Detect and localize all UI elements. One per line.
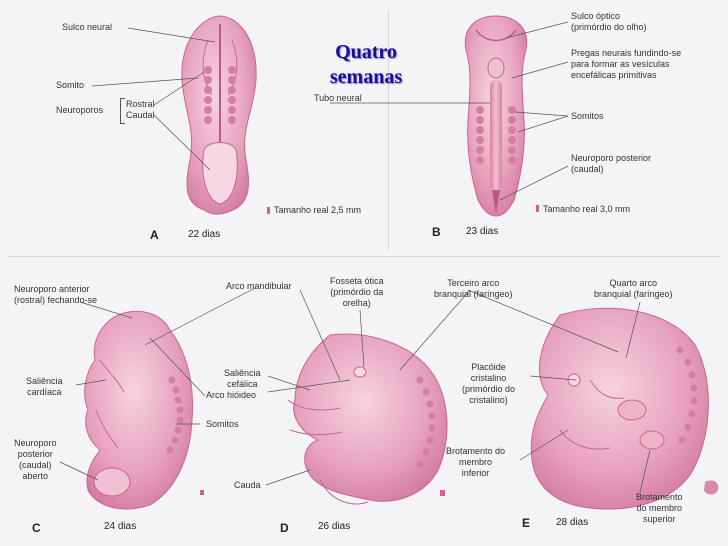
divider-horizontal xyxy=(8,256,720,257)
label-sulco-neural: Sulco neural xyxy=(62,22,113,32)
label-placoide-cristalino: Placóide cristalino (primórdio do crista… xyxy=(462,362,516,405)
label-neuroporos: Neuroporos xyxy=(56,105,104,115)
label-sulco-optico: Sulco óptico (primórdio do olho) xyxy=(571,11,647,32)
actual-size-mark-a xyxy=(267,207,270,214)
label-tubo-neural: Tubo neural xyxy=(314,93,362,103)
panel-days-b: 23 dias xyxy=(466,226,499,237)
embryo-b-illustration xyxy=(464,15,528,217)
actual-size-mark-d xyxy=(440,490,445,496)
divider-vertical xyxy=(388,10,389,250)
panel-days-d: 26 dias xyxy=(318,521,351,532)
embryo-e-somites xyxy=(676,346,698,444)
label-neuroporo-posterior-b: Neuroporo posterior (caudal) xyxy=(571,153,652,174)
embryo-a-somites xyxy=(204,66,236,124)
panel-letter-b: B xyxy=(432,225,441,239)
panel-letter-c: C xyxy=(32,521,41,535)
actual-size-mark-c xyxy=(200,490,204,495)
panel-letter-a: A xyxy=(150,228,159,242)
label-brotamento-superior: Brotamento do membro superior xyxy=(636,492,683,524)
panel-letter-e: E xyxy=(522,516,531,530)
label-somito: Somito xyxy=(56,80,85,90)
label-neuroporo-posterior-c: Neuroporo posterior (caudal) aberto xyxy=(14,438,57,481)
panel-days-c: 24 dias xyxy=(104,521,137,532)
embryo-c-illustration xyxy=(84,310,194,510)
embryo-a-illustration xyxy=(181,15,257,215)
label-arco-hioideo: Arco hióideo xyxy=(206,390,257,400)
label-brotamento-inferior: Brotamento do membro inferior xyxy=(446,446,506,478)
embryo-c-somites xyxy=(166,376,184,454)
label-somitos-b: Somitos xyxy=(571,111,604,121)
label-neuroporo-anterior: Neuroporo anterior (rostral) fechando-se xyxy=(14,284,98,305)
panel-letter-d: D xyxy=(280,521,289,535)
label-actual-size-b: Tamanho real 3,0 mm xyxy=(543,204,631,214)
label-rostral: Rostral xyxy=(126,99,155,109)
leader-lines xyxy=(59,21,651,493)
label-saliencia-cefalica: Saliência cefálica xyxy=(224,368,261,389)
actual-size-mark-b xyxy=(536,205,539,212)
actual-size-mark-e xyxy=(704,480,719,495)
label-actual-size-a: Tamanho real 2,5 mm xyxy=(274,205,362,215)
label-arco-mandibular: Arco mandibular xyxy=(226,281,292,291)
label-quarto-arco: Quarto arco branquial (faríngeo) xyxy=(594,278,673,299)
embryo-d-somites xyxy=(416,376,436,468)
label-cauda: Cauda xyxy=(234,480,261,490)
embryo-b-somites xyxy=(476,106,516,164)
label-terceiro-arco: Terceiro arco branquial (faríngeo) xyxy=(434,278,513,299)
panel-days-a: 22 dias xyxy=(188,229,221,240)
label-somitos-d: Somitos xyxy=(206,419,239,429)
label-saliencia-cardiaca: Saliência cardíaca xyxy=(26,376,63,397)
label-pregas-neurais: Pregas neurais fundindo-se para formar a… xyxy=(571,48,682,80)
label-caudal: Caudal xyxy=(126,110,155,120)
label-fosseta-otica: Fosseta ótica (primórdio da orelha) xyxy=(330,276,384,308)
embryo-e-illustration xyxy=(530,307,709,510)
slide-title: Quatro semanas xyxy=(329,41,403,88)
embryo-d-illustration xyxy=(287,333,448,505)
neuroporos-bracket xyxy=(120,98,125,124)
panel-days-e: 28 dias xyxy=(556,517,589,528)
